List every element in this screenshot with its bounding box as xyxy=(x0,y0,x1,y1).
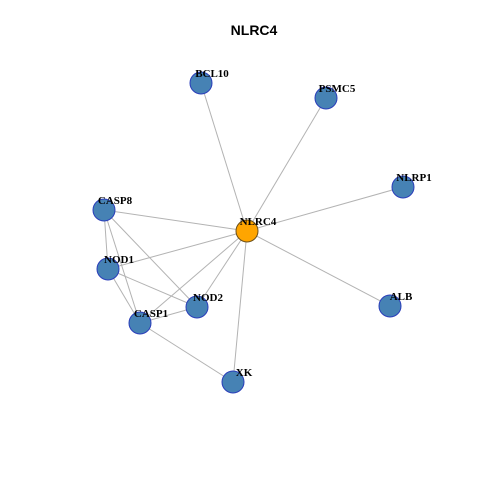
nodes-layer xyxy=(92,71,415,394)
node-label-xk: XK xyxy=(236,367,253,379)
node-label-nlrp1: NLRP1 xyxy=(396,172,431,184)
edge-nlrc4-psmc5 xyxy=(246,97,327,232)
node-label-casp8: CASP8 xyxy=(98,195,133,207)
edge-nlrc4-nod2 xyxy=(196,230,248,308)
node-nlrc4[interactable] xyxy=(235,219,259,243)
edge-nlrc4-alb xyxy=(246,230,391,307)
edge-nod1-nod2 xyxy=(107,268,198,308)
edge-casp1-xk xyxy=(139,322,234,383)
node-casp1[interactable] xyxy=(128,311,152,335)
edges-layer xyxy=(103,82,404,383)
edge-nlrc4-bcl10 xyxy=(200,82,248,232)
node-label-casp1: CASP1 xyxy=(134,308,168,320)
graph-title: NLRC4 xyxy=(231,22,278,38)
node-nod1[interactable] xyxy=(96,257,120,281)
node-bcl10[interactable] xyxy=(189,71,213,95)
node-xk[interactable] xyxy=(221,370,245,394)
node-label-nod1: NOD1 xyxy=(104,254,134,266)
edge-casp8-casp1 xyxy=(103,209,141,324)
node-label-nlrc4: NLRC4 xyxy=(240,216,277,228)
edge-nlrc4-nod1 xyxy=(107,230,248,270)
node-casp8[interactable] xyxy=(92,198,116,222)
edge-nlrc4-casp8 xyxy=(103,209,248,232)
node-label-nod2: NOD2 xyxy=(193,292,223,304)
edge-nlrc4-nlrp1 xyxy=(246,186,404,232)
node-psmc5[interactable] xyxy=(314,86,338,110)
edge-nlrc4-casp1 xyxy=(139,230,248,324)
node-alb[interactable] xyxy=(378,294,402,318)
node-label-psmc5: PSMC5 xyxy=(319,83,356,95)
node-nlrp1[interactable] xyxy=(391,175,415,199)
node-label-alb: ALB xyxy=(390,291,413,303)
edge-casp8-nod2 xyxy=(103,209,198,308)
edge-nlrc4-xk xyxy=(232,230,248,383)
node-nod2[interactable] xyxy=(185,295,209,319)
node-label-bcl10: BCL10 xyxy=(195,68,229,80)
